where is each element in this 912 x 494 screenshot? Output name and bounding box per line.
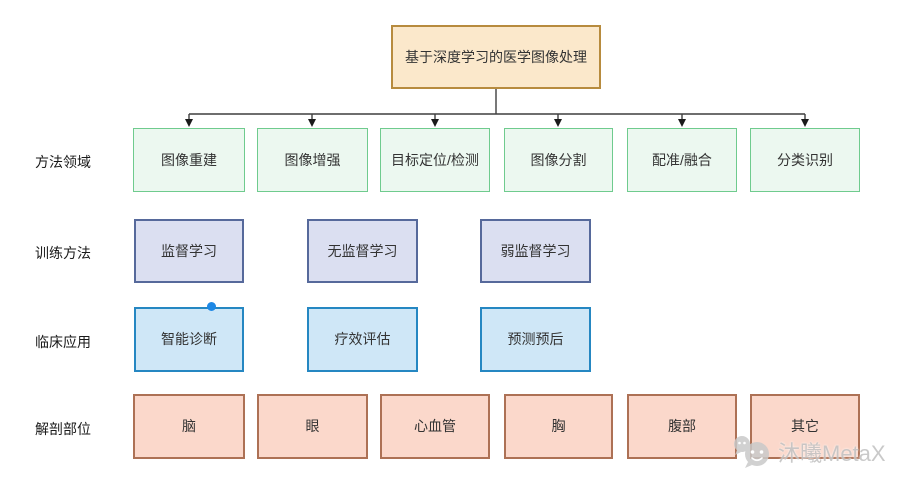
node-chest[interactable]: 胸 (504, 394, 613, 459)
root-node-label: 基于深度学习的医学图像处理 (405, 48, 587, 65)
node-label: 预测预后 (507, 331, 564, 348)
node-label: 图像分割 (530, 151, 587, 168)
node-supervised-learning[interactable]: 监督学习 (134, 219, 244, 283)
node-unsupervised-learning[interactable]: 无监督学习 (307, 219, 418, 283)
node-label: 脑 (182, 418, 196, 435)
watermark: 沐曦MetaX (731, 434, 886, 470)
wechat-bubbles-icon (734, 436, 769, 468)
row-label-method-domain: 方法领域 (35, 154, 91, 170)
node-intelligent-diagnosis[interactable]: 智能诊断 (134, 307, 244, 372)
node-label: 弱监督学习 (500, 242, 571, 259)
node-label: 配准/融合 (652, 151, 712, 168)
node-weakly-supervised-learning[interactable]: 弱监督学习 (480, 219, 591, 283)
node-label: 腹部 (668, 418, 696, 435)
row-label-training-method: 训练方法 (35, 245, 91, 261)
node-label: 图像增强 (284, 151, 341, 168)
node-label: 无监督学习 (327, 242, 398, 259)
node-label: 心血管 (414, 418, 456, 435)
node-target-localization-detection[interactable]: 目标定位/检测 (380, 128, 490, 192)
row-label-anatomical-site: 解剖部位 (35, 421, 91, 437)
node-label: 眼 (305, 418, 320, 435)
node-image-reconstruction[interactable]: 图像重建 (133, 128, 245, 192)
node-image-enhancement[interactable]: 图像增强 (257, 128, 368, 192)
node-label: 分类识别 (777, 151, 833, 168)
node-image-segmentation[interactable]: 图像分割 (504, 128, 613, 192)
node-label: 其它 (791, 418, 819, 435)
node-label: 目标定位/检测 (391, 151, 479, 168)
watermark-text: 沐曦MetaX (778, 441, 886, 466)
node-prognosis-prediction[interactable]: 预测预后 (480, 307, 591, 372)
node-abdomen[interactable]: 腹部 (627, 394, 737, 459)
root-node[interactable]: 基于深度学习的医学图像处理 (391, 25, 601, 89)
node-efficacy-evaluation[interactable]: 疗效评估 (307, 307, 418, 372)
node-registration-fusion[interactable]: 配准/融合 (627, 128, 737, 192)
selection-handle-dot[interactable] (207, 302, 216, 311)
node-label: 胸 (551, 418, 566, 435)
node-label: 智能诊断 (161, 331, 217, 348)
row-label-clinical-application: 临床应用 (35, 334, 91, 350)
node-other[interactable]: 其它 (750, 394, 860, 459)
node-cardiovascular[interactable]: 心血管 (380, 394, 490, 459)
node-label: 疗效评估 (334, 331, 391, 348)
node-label: 图像重建 (161, 151, 217, 168)
node-classification-recognition[interactable]: 分类识别 (750, 128, 860, 192)
node-label: 监督学习 (161, 242, 217, 259)
node-eye[interactable]: 眼 (257, 394, 368, 459)
node-brain[interactable]: 脑 (133, 394, 245, 459)
